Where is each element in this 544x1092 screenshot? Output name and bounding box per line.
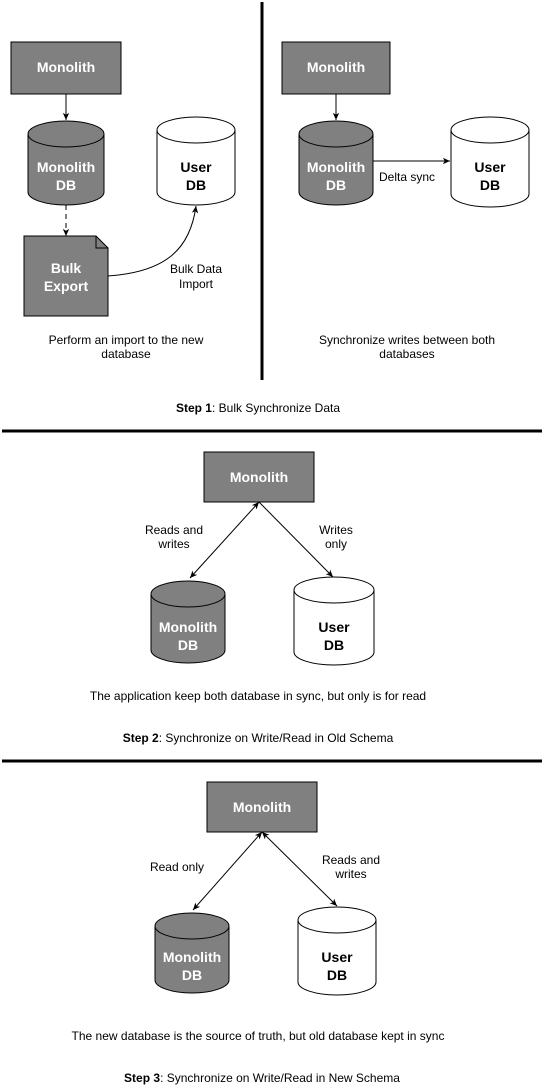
step2-monolith-label: Monolith (230, 469, 288, 485)
step1-left-panel: Monolith Monolith DB Bulk Export Bulk Da… (10, 41, 236, 361)
step3-user-db-label-2: DB (327, 967, 347, 983)
step1-left-user-db-cylinder (156, 116, 236, 206)
step1-right-caption-2: databases (379, 347, 434, 361)
step1-left-import-label-2: Import (179, 277, 214, 291)
step2-user-db-cylinder (293, 576, 375, 666)
step3-reads-writes-arrow (261, 831, 338, 907)
step1-left-import-curve-arrow (107, 205, 199, 277)
step2-monolith-box (203, 451, 315, 503)
step1-title-rest: : Bulk Synchronize Data (212, 401, 340, 415)
step1-left-monolith-box (10, 41, 122, 95)
step3-right-label-2: writes (334, 867, 366, 881)
step3-title-rest: : Synchronize on Write/Read in New Schem… (160, 1071, 400, 1085)
step3-monolith-db-label-1: Monolith (163, 949, 221, 965)
step3-monolith-db-cylinder (154, 912, 230, 994)
step2-monolith-db-label-2: DB (178, 637, 198, 653)
step1-right-monolith-db-label-2: DB (326, 177, 346, 193)
step1-right-panel: Monolith Monolith DB Delta sync User DB … (281, 41, 530, 361)
step3-right-label-1: Reads and (322, 853, 380, 867)
step1-right-delta-sync-label: Delta sync (379, 170, 435, 184)
step2-user-db-label-1: User (318, 619, 350, 635)
step1-left-monolith-db-label-1: Monolith (37, 159, 95, 175)
step2-user-db-label-2: DB (324, 637, 344, 653)
step1-left-caption-1: Perform an import to the new (49, 333, 204, 347)
step1-left-user-db-label-2: DB (186, 177, 206, 193)
step1-left-bulk-export-document (23, 235, 109, 317)
step3-monolith-box (206, 781, 318, 833)
step2-left-label-2: writes (157, 537, 189, 551)
step1-right-monolith-db-cylinder (298, 120, 374, 206)
step3-left-label: Read only (150, 860, 204, 874)
step1-left-monolith-db-label-2: DB (56, 177, 76, 193)
step3-title-bold: Step 3 (124, 1071, 160, 1085)
step2-reads-writes-arrow (189, 501, 260, 579)
step2-right-label-1: Writes (319, 523, 353, 537)
step3-panel: Monolith Read only Reads and writes Mono… (72, 781, 445, 1043)
step3-monolith-db-label-2: DB (182, 967, 202, 983)
step2-monolith-db-cylinder (150, 580, 226, 664)
step3-read-only-arrow (192, 831, 263, 911)
step2-title: Step 2: Synchronize on Write/Read in Old… (123, 731, 394, 745)
step2-title-bold: Step 2 (123, 731, 159, 745)
step1-right-user-db-cylinder (450, 116, 530, 208)
step3-title: Step 3: Synchronize on Write/Read in New… (124, 1071, 400, 1085)
step1-right-monolith-label: Monolith (307, 59, 365, 75)
step3-monolith-label: Monolith (233, 799, 291, 815)
step1-left-monolith-db-cylinder (27, 120, 105, 206)
step3-user-db-cylinder (297, 906, 377, 996)
step3-user-db-label-1: User (321, 949, 353, 965)
step1-title-bold: Step 1 (176, 401, 212, 415)
step1-right-user-db-label-1: User (474, 159, 506, 175)
step1-left-caption-2: database (101, 347, 151, 361)
step2-writes-only-arrow (258, 501, 334, 578)
step1-left-monolith-label: Monolith (37, 59, 95, 75)
step3-caption: The new database is the source of truth,… (72, 1029, 445, 1043)
step1-right-monolith-db-label-1: Monolith (307, 159, 365, 175)
step1-left-bulk-export-label-2: Export (44, 278, 89, 294)
step2-caption: The application keep both database in sy… (90, 689, 426, 703)
step1-left-bulk-export-label-1: Bulk (51, 260, 82, 276)
step2-title-rest: : Synchronize on Write/Read in Old Schem… (159, 731, 394, 745)
step2-panel: Monolith Reads and writes Writes only Mo… (90, 451, 426, 703)
step2-monolith-db-label-1: Monolith (159, 619, 217, 635)
step1-left-user-db-label-1: User (180, 159, 212, 175)
step1-title: Step 1: Bulk Synchronize Data (176, 401, 340, 415)
step1-left-import-label-1: Bulk Data (170, 262, 222, 276)
step2-right-label-2: only (325, 537, 347, 551)
step2-left-label-1: Reads and (145, 523, 203, 537)
step1-right-user-db-label-2: DB (480, 177, 500, 193)
step1-right-caption-1: Synchronize writes between both (319, 333, 495, 347)
